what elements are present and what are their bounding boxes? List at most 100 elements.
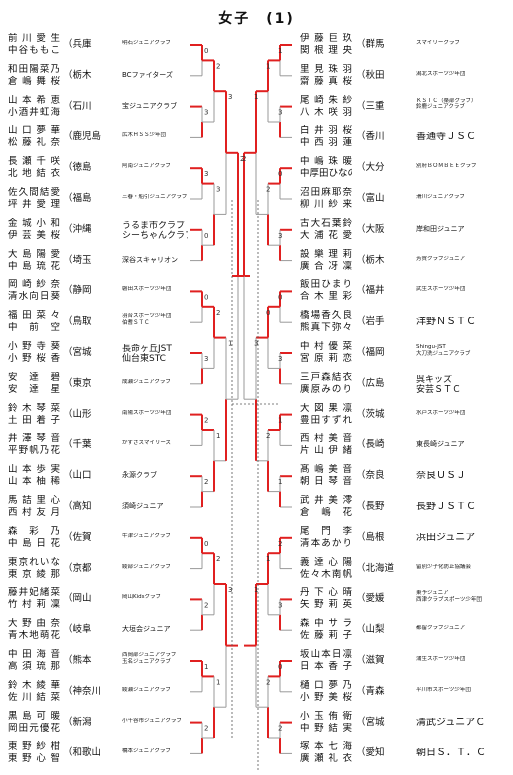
player-name: 廣瀬礼衣 <box>300 753 352 765</box>
player-name: 三戸森結衣 <box>300 371 352 383</box>
club-name: 阿南ジュニアクラブ <box>122 163 171 170</box>
player-name: 西村美音 <box>300 433 352 445</box>
player-name: 関根理央 <box>300 45 352 56</box>
club-name: 浜田ジュニア <box>416 532 476 543</box>
prefecture: （徳島 <box>63 162 92 174</box>
player-name: 樋口夢乃 <box>300 679 352 691</box>
player-names: 白井羽桜中西羽蓮 <box>300 125 352 149</box>
match-score: 3 <box>278 109 282 117</box>
club-name: 武生スポーツ少年団 <box>416 286 466 293</box>
club-name: 深谷スキャリオン <box>122 255 178 264</box>
player-name: 松藤礼奈 <box>8 137 60 149</box>
player-names: 森彩乃中島日花 <box>8 526 60 550</box>
prefecture: （岐阜 <box>63 624 92 636</box>
player-names: 丹下心晴矢野莉英 <box>300 587 352 611</box>
player-name: 佐久間結愛 <box>8 187 60 198</box>
player-name: 倉嶋舞桜 <box>8 75 60 87</box>
player-names: 金城小和伊芸美桜 <box>8 218 60 242</box>
match-score: 2 <box>204 478 208 486</box>
player-names: 飯田ひまり合木里彩 <box>300 279 352 303</box>
prefecture: （熊本 <box>63 655 92 666</box>
player-names: 西村美音片山伊緒 <box>300 433 352 457</box>
player-name: 尾崎朱紗 <box>300 94 352 106</box>
player-name: 日本香子 <box>300 661 352 672</box>
player-names: 馬詰里心西村友月 <box>8 495 60 519</box>
player-names: 鈴木琴菜土田着子 <box>8 403 60 427</box>
player-names: 藤井妃緒菜竹村莉凜 <box>8 587 60 611</box>
prefecture: （長野 <box>356 501 385 512</box>
player-name: 宮原莉恋 <box>300 353 352 364</box>
player-name: 竹村莉凜 <box>8 599 60 611</box>
player-name: 橋場香久良 <box>300 310 352 322</box>
player-name: 藤井妃緒菜 <box>8 587 60 599</box>
player-names: 岡崎紗奈清水向日葵 <box>8 279 60 303</box>
player-names: 小野寺葵小野桜香 <box>8 341 60 365</box>
player-name: 馬詰里心 <box>8 495 60 506</box>
match-score: 3 <box>204 355 208 363</box>
match-score: 0 <box>278 663 282 671</box>
prefecture: （新潟 <box>63 716 92 728</box>
player-names: 森中サラ佐藤莉子 <box>300 618 352 642</box>
match-score: 0 <box>278 170 282 178</box>
match-score: 1 <box>204 663 208 671</box>
prefecture: （栃木 <box>356 254 385 266</box>
player-names: 中嶋珠暖中厚田ひなの <box>300 156 352 180</box>
prefecture: （香川 <box>356 131 385 143</box>
club-name: Shingu-JST 大刀洗ジュニアクラブ <box>416 344 471 357</box>
player-name: 丹下心晴 <box>300 587 352 599</box>
prefecture: （神奈川 <box>63 685 102 697</box>
match-score: 2 <box>242 155 246 163</box>
player-name: 森中サラ <box>300 618 352 630</box>
player-name: 土田着子 <box>8 414 60 426</box>
prefecture: （鳥取 <box>63 316 92 328</box>
player-name: 矢野莉英 <box>300 599 352 611</box>
player-names: 大図果凛豊田すずれ <box>300 403 352 427</box>
prefecture: （秋田 <box>356 69 385 81</box>
player-name: 中村優菜 <box>300 341 352 352</box>
match-score: 1 <box>278 417 282 425</box>
player-name: 黒島可暖 <box>8 710 60 722</box>
match-score: 3 <box>228 93 232 101</box>
player-name: 中前空 <box>8 322 60 334</box>
prefecture: （埼玉 <box>63 254 92 266</box>
prefecture: （富山 <box>356 193 385 204</box>
player-name: 合木里彩 <box>300 291 352 303</box>
player-name: 山本歩実 <box>8 464 60 476</box>
player-names: 髙嶋美音朝日琴音 <box>300 464 352 488</box>
match-score: 2 <box>240 155 244 163</box>
prefecture: （静岡 <box>63 285 92 297</box>
player-name: 片山伊緒 <box>300 445 352 457</box>
player-name: 熊真下弥々 <box>300 322 352 334</box>
club-name: 東予ジュニア 西津クラブスポーツ少年団 <box>416 590 482 603</box>
player-names: 樋口夢乃小野美桜 <box>300 680 352 704</box>
prefecture: （島根 <box>356 531 385 543</box>
player-name: 八木咲羽 <box>300 106 352 118</box>
player-name: 井澤琴音 <box>8 433 60 445</box>
club-name: 善通寺ＪＳＣ <box>416 132 476 143</box>
prefecture: （群馬 <box>356 39 385 50</box>
player-names: 坂山本日凛日本香子 <box>300 649 352 673</box>
player-names: 三戸森結衣廣原みのり <box>300 372 352 396</box>
match-score: 1 <box>228 340 232 348</box>
club-name: 平川市スポーツ少年団 <box>416 686 471 693</box>
prefecture: （広島 <box>356 377 385 389</box>
player-name: 柳川紗来 <box>300 199 352 210</box>
club-name: 須崎ジュニア <box>122 502 164 510</box>
prefecture: （山梨 <box>356 624 385 636</box>
match-score: 1 <box>278 478 282 486</box>
match-score: 2 <box>216 555 220 563</box>
player-name: 東野心智 <box>8 753 60 765</box>
player-name: 森彩乃 <box>8 525 60 537</box>
prefecture: （長崎 <box>356 439 385 451</box>
player-names: 中村優菜宮原莉恋 <box>300 341 352 365</box>
match-score: 2 <box>216 62 220 70</box>
club-name: 綾瀬ジュニアクラブ <box>122 686 171 693</box>
club-name: 水戸スポーツ少年団 <box>416 409 466 416</box>
club-name: ＫＳＴＣ（桑部クラブ） 鈴鹿ジュニアクラブ <box>416 97 477 111</box>
player-name: 齋藤真桜 <box>300 75 352 87</box>
player-names: 中田海音高須琉那 <box>8 649 60 673</box>
match-score: 2 <box>204 725 208 733</box>
club-name: 清武ジュニアＣ <box>416 717 486 728</box>
prefecture: （岩手 <box>356 316 385 328</box>
player-names: 橋場香久良熊真下弥々 <box>300 310 352 334</box>
